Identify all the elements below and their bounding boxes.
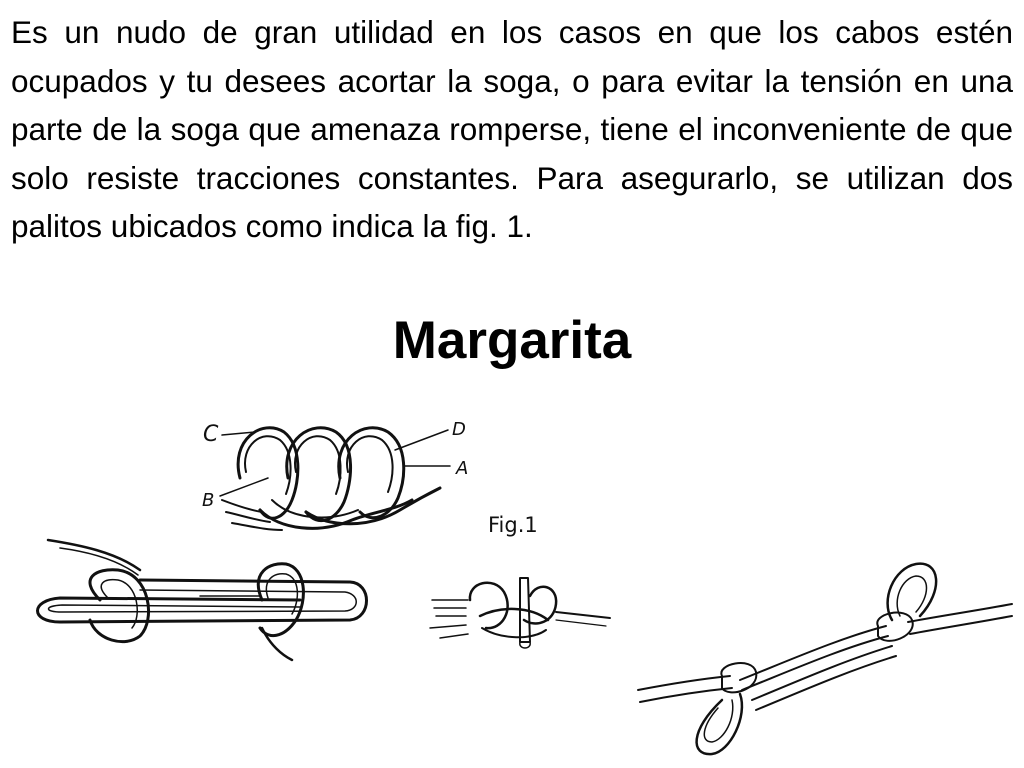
coiled-rope-drawing: C D A B (202, 419, 468, 531)
modern-sheepshank-drawing (637, 562, 1013, 756)
figure-caption: Fig.1 (488, 513, 538, 537)
label-a: A (455, 458, 468, 479)
page-title: Margarita (392, 311, 632, 370)
knot-illustrations: C D A B Fig.1 (0, 395, 1024, 768)
label-d: D (452, 419, 466, 440)
knot-drawings-svg: C D A B Fig.1 (36, 419, 1013, 756)
label-c: C (203, 422, 219, 447)
sheepshank-drawing (36, 538, 368, 662)
description-paragraph: Es un nudo de gran utilidad en los casos… (11, 14, 1013, 244)
toggle-knot-drawing (429, 577, 611, 649)
label-b: B (202, 490, 214, 511)
